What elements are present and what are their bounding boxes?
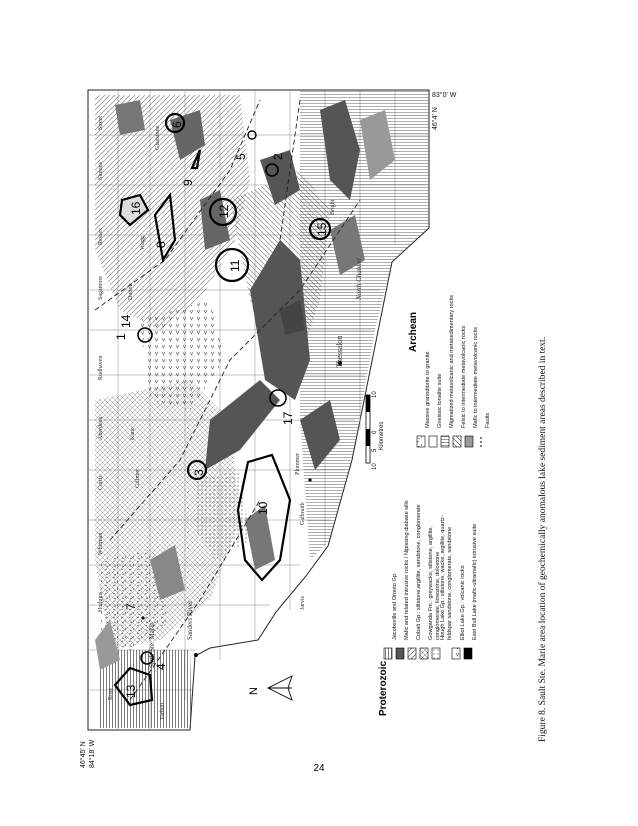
scale-tick-label: 5 — [372, 448, 378, 452]
anomaly-areas — [113, 112, 332, 707]
svg-text:11: 11 — [228, 259, 242, 272]
svg-text:3: 3 — [192, 469, 206, 476]
label-sanders-river: Sanders River — [186, 600, 194, 640]
legend-archean-title: Archean — [408, 311, 419, 352]
svg-text:1: 1 — [114, 333, 128, 340]
svg-text:12: 12 — [217, 204, 231, 218]
scale-bar — [365, 394, 371, 464]
anomaly-labels: 1 2 3 4 5 6 7 8 9 10 11 12 13 14 15 16 1… — [114, 121, 329, 698]
township-label: Dutton — [128, 283, 134, 300]
township-label: Galbraith — [300, 502, 306, 525]
township-label: Whitman — [98, 532, 104, 555]
township-label: Sagamore — [98, 276, 104, 300]
scale-tick-label: 10 — [372, 391, 378, 398]
legend-item: Massive granodiorite to granite — [425, 351, 431, 429]
svg-text:16: 16 — [129, 201, 143, 215]
scale-unit-label: Kilometres — [379, 421, 385, 450]
legend-item: East Bull Lake (mafic-ultramafic) intrus… — [472, 523, 478, 640]
svg-text:9: 9 — [181, 179, 195, 186]
scale-tick-label: 10 — [372, 463, 378, 470]
label-sault-ste-marie: Sault Ste. Marie — [148, 622, 156, 668]
legend-item: Hough Lake Gp.: siltstone, wacke, argill… — [440, 515, 453, 640]
township-label: Rudhaven — [98, 355, 104, 380]
north-arrow-label: N — [248, 687, 260, 695]
township-label: Rose — [108, 688, 114, 700]
coord-top-right-lon: 83°0' W — [432, 92, 457, 99]
legend-item: Gneissic tonalite suite — [437, 373, 443, 428]
coord-top-right-lat: 46°4' N — [432, 107, 439, 130]
north-arrow — [266, 675, 293, 701]
township-label: Street — [98, 116, 104, 130]
page-number: 24 — [313, 763, 325, 774]
svg-text:7: 7 — [124, 603, 138, 610]
legend-item: Mafic and related intrusive rocks / Nipi… — [404, 500, 410, 640]
figure-caption: Figure 8. Sault Ste. Marie area location… — [538, 336, 548, 742]
svg-text:5: 5 — [234, 153, 248, 160]
svg-text:17: 17 — [281, 411, 295, 425]
geology-units — [95, 90, 429, 728]
legend-item: Felsic to intermediate metavolcanic rock… — [461, 325, 467, 428]
legend-item: Elliot Lake Gp.: volcanic rocks — [460, 565, 466, 640]
legend-proterozoic-title: Proterozoic — [378, 660, 389, 716]
township-label: Gladstone — [155, 125, 161, 150]
legend-swatches — [383, 435, 482, 660]
svg-text:2: 2 — [271, 153, 285, 160]
label-thessalon: Thessalon — [335, 335, 344, 368]
svg-text:14: 14 — [119, 314, 133, 328]
township-label: Hodgins — [98, 591, 104, 612]
township-label: Gillmor — [135, 469, 141, 488]
township-label: Wagg — [140, 236, 146, 250]
town-markers — [141, 361, 342, 657]
township-label: Simons — [98, 161, 104, 180]
svg-text:10: 10 — [256, 501, 270, 515]
township-label: Plummer — [295, 453, 301, 475]
legend-item: Jacobsville and Oronto Gp. — [392, 572, 398, 640]
svg-text:6: 6 — [170, 121, 184, 128]
township-label: Ressex — [98, 228, 104, 245]
legend-item: Mafic to intermediate metavolcanic rocks — [473, 326, 479, 428]
legend-item: Cobalt Gp.: siltstone,argillite, sandsto… — [416, 504, 422, 640]
legend-item: Migmatized metavolcanic and metasediment… — [449, 294, 455, 428]
svg-text:4: 4 — [154, 663, 168, 670]
svg-text:8: 8 — [154, 241, 168, 248]
township-label: Bright — [330, 199, 336, 215]
label-north-channel: North Channel — [355, 258, 363, 300]
township-label: Jarvis — [300, 596, 306, 610]
faults — [94, 99, 361, 701]
svg-text:15: 15 — [315, 222, 329, 236]
legend-item: Faults — [485, 412, 491, 428]
svg-text:13: 13 — [124, 684, 138, 698]
scale-tick-label: 0 — [372, 430, 378, 434]
township-label: Aberdeen — [98, 416, 104, 440]
township-label: Curtis — [98, 475, 104, 490]
township-label: Kane — [130, 427, 136, 440]
township-label: Tarbutt — [160, 702, 166, 720]
